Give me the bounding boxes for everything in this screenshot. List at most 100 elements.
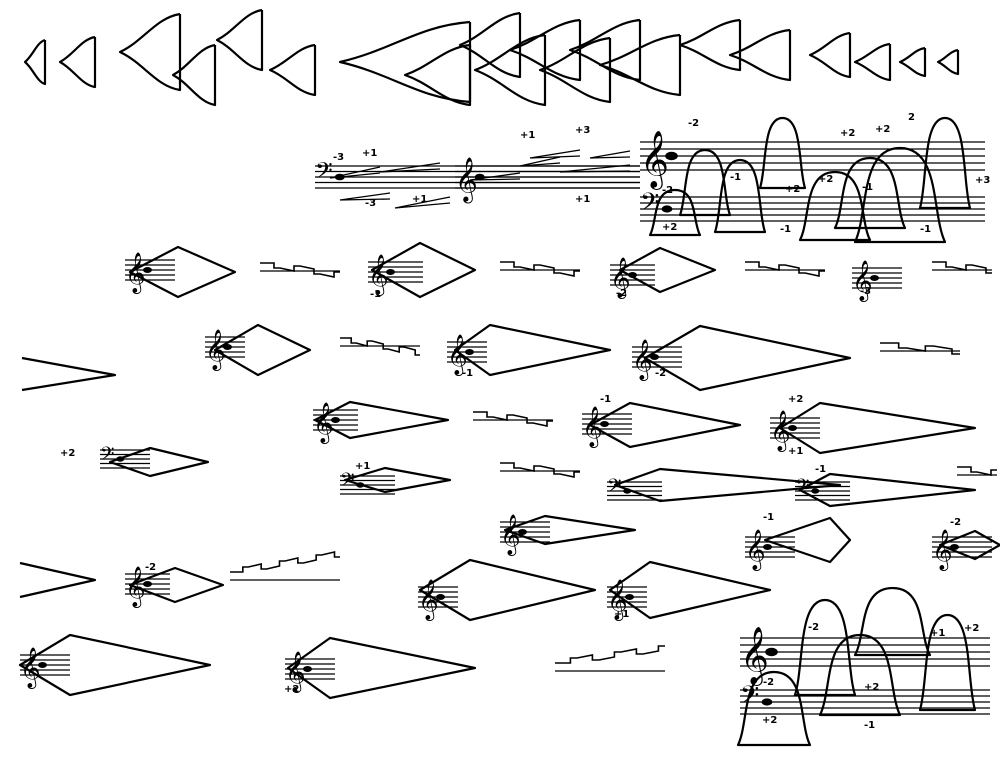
- treble-clef-icon: 𝄞: [418, 580, 439, 621]
- interval-label: 2: [908, 112, 915, 123]
- interval-label: -1: [730, 172, 741, 183]
- bell-shape: [215, 8, 264, 72]
- interval-label: +1: [788, 446, 803, 457]
- arch-bell-shape: [798, 170, 872, 242]
- step-line-graphic: [260, 262, 340, 278]
- interval-label: -2: [763, 677, 774, 688]
- step-line-graphic: [473, 411, 553, 427]
- note-head: [625, 594, 634, 600]
- bell-shape: [568, 18, 642, 82]
- crescendo-hairpin: [559, 164, 631, 173]
- interval-label: -2: [688, 118, 699, 129]
- bell-shape: [728, 28, 792, 82]
- interval-label: -1: [864, 720, 875, 731]
- interval-label: -2: [808, 622, 819, 633]
- kite-wedge-shape: [128, 566, 225, 604]
- note-head: [518, 529, 527, 535]
- kite-wedge-shape: [798, 472, 977, 508]
- step-line-graphic: [957, 466, 997, 476]
- interval-label: +2: [875, 124, 890, 135]
- bass-clef-icon: 𝄢: [100, 444, 114, 470]
- interval-label: +2: [284, 684, 299, 695]
- interval-label: -2: [655, 368, 666, 379]
- bell-shape: [936, 48, 960, 76]
- step-line-graphic: [500, 462, 580, 478]
- kite-wedge-shape: [588, 401, 742, 449]
- interval-label: +2: [762, 715, 777, 726]
- treble-clef-icon: 𝄞: [20, 648, 41, 689]
- arch-bell-shape: [833, 156, 907, 230]
- bell-shape: [808, 31, 852, 79]
- note-head: [38, 662, 47, 668]
- bass-clef-icon: 𝄢: [607, 476, 621, 502]
- interval-label: -1: [462, 368, 473, 379]
- crescendo-hairpin: [519, 156, 561, 167]
- bass-clef-icon: 𝄢: [340, 470, 354, 496]
- kite-wedge-shape: [778, 401, 977, 455]
- crescendo-hairpin: [589, 150, 631, 159]
- arch-bell-shape: [678, 148, 732, 217]
- treble-clef-icon: 𝄞: [610, 258, 631, 299]
- note-head: [331, 417, 340, 423]
- bass-clef-icon: 𝄢: [740, 681, 759, 716]
- kite-wedge-shape: [503, 514, 637, 546]
- arch-bell-shape: [918, 613, 977, 712]
- arch-bell-shape: [648, 188, 702, 237]
- interval-label: +3: [975, 175, 990, 186]
- step-line-graphic: [500, 261, 580, 277]
- bell-shape: [23, 38, 47, 86]
- bell-shape: [678, 18, 742, 72]
- note-head: [763, 544, 772, 550]
- kite-wedge-shape: [643, 324, 852, 392]
- interval-label: -1: [780, 224, 791, 235]
- bell-shape: [853, 42, 892, 82]
- interval-label: -2: [145, 562, 156, 573]
- interval-label: +2: [964, 623, 979, 634]
- note-head: [600, 421, 609, 427]
- kite-wedge-shape: [938, 529, 1000, 561]
- interval-label: -1: [920, 224, 931, 235]
- kite-wedge-shape: [618, 246, 717, 294]
- interval-label: -1: [370, 289, 381, 300]
- note-head: [223, 344, 232, 350]
- kite-wedge-shape: [213, 323, 312, 377]
- interval-label: +2: [788, 394, 803, 405]
- kite-wedge-shape: [608, 560, 772, 620]
- interval-label: -3: [365, 198, 376, 209]
- kite-wedge-shape: [418, 558, 597, 622]
- treble-clef-icon: 𝄞: [932, 530, 953, 571]
- interval-label: +2: [60, 448, 75, 459]
- kite-wedge-shape: [313, 400, 450, 440]
- arch-bell-shape: [853, 586, 932, 657]
- arch-bell-shape: [736, 670, 812, 747]
- treble-clef-icon: 𝄞: [125, 253, 146, 294]
- kite-wedge-shape: [763, 516, 852, 564]
- treble-clef-icon: 𝄞: [745, 530, 766, 571]
- interval-label: +1: [575, 194, 590, 205]
- interval-label: -3: [333, 152, 344, 163]
- step-line-graphic: [555, 645, 665, 664]
- arch-bell-shape: [853, 146, 947, 244]
- kite-wedge-shape: [343, 466, 452, 494]
- note-head: [143, 267, 152, 273]
- kite-wedge-shape: [128, 245, 237, 299]
- note-head: [665, 151, 678, 161]
- step-line-graphic: [230, 550, 340, 573]
- kite-wedge-shape: [108, 446, 210, 478]
- note-head: [811, 488, 820, 494]
- arch-bell-shape: [818, 633, 902, 717]
- kite-wedge-shape: [370, 241, 477, 299]
- note-head: [650, 354, 659, 360]
- bass-clef-icon: 𝄢: [315, 158, 333, 190]
- crescendo-hairpin: [529, 149, 581, 159]
- bell-shape: [898, 46, 927, 78]
- kite-wedge-shape: [286, 636, 477, 700]
- step-line-graphic: [932, 261, 992, 274]
- bell-shape: [268, 43, 317, 97]
- note-head: [870, 275, 879, 281]
- interval-label: -1: [600, 394, 611, 405]
- treble-clef-icon: 𝄞: [852, 261, 873, 302]
- interval-label: +1: [930, 628, 945, 639]
- interval-label: +2: [785, 184, 800, 195]
